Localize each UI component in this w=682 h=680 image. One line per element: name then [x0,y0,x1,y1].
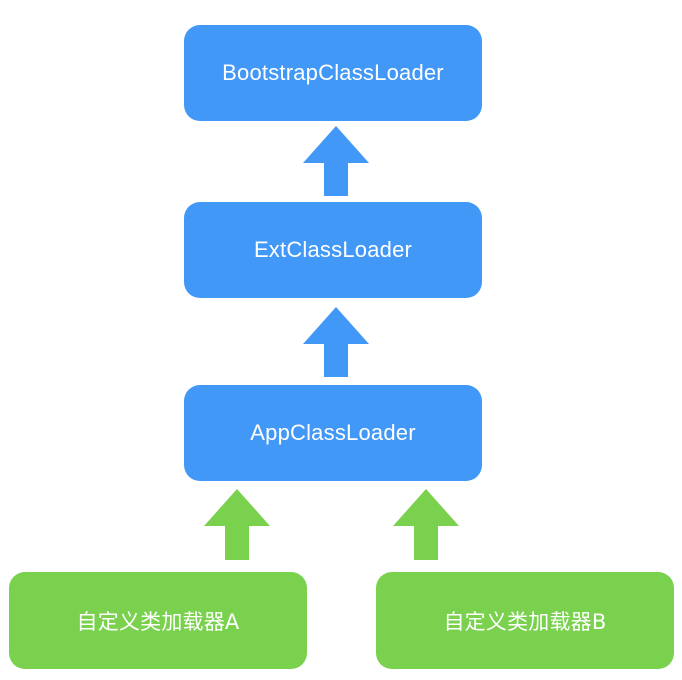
ext-class-loader-label: ExtClassLoader [253,237,413,262]
custom-class-loader-a-label: 自定义类加载器A [76,609,240,634]
bootstrap-class-loader-label: BootstrapClassLoader [222,60,444,85]
arrow-custom-a-to-app-shape [204,489,270,560]
arrow-ext-to-bootstrap [303,126,369,196]
app-class-loader-label: AppClassLoader [250,420,416,445]
arrow-ext-to-bootstrap-shape [303,126,369,196]
arrow-app-to-ext-shape [303,307,369,377]
arrow-app-to-ext [303,307,369,377]
arrow-custom-b-to-app [393,489,459,560]
bootstrap-class-loader-node: BootstrapClassLoader [184,25,482,121]
arrow-custom-a-to-app [204,489,270,560]
custom-class-loader-a-node: 自定义类加载器A [9,572,307,669]
arrow-custom-b-to-app-shape [393,489,459,560]
ext-class-loader-node: ExtClassLoader [184,202,482,298]
custom-class-loader-b-node: 自定义类加载器B [376,572,674,669]
custom-class-loader-b-label: 自定义类加载器B [443,609,607,634]
app-class-loader-node: AppClassLoader [184,385,482,481]
